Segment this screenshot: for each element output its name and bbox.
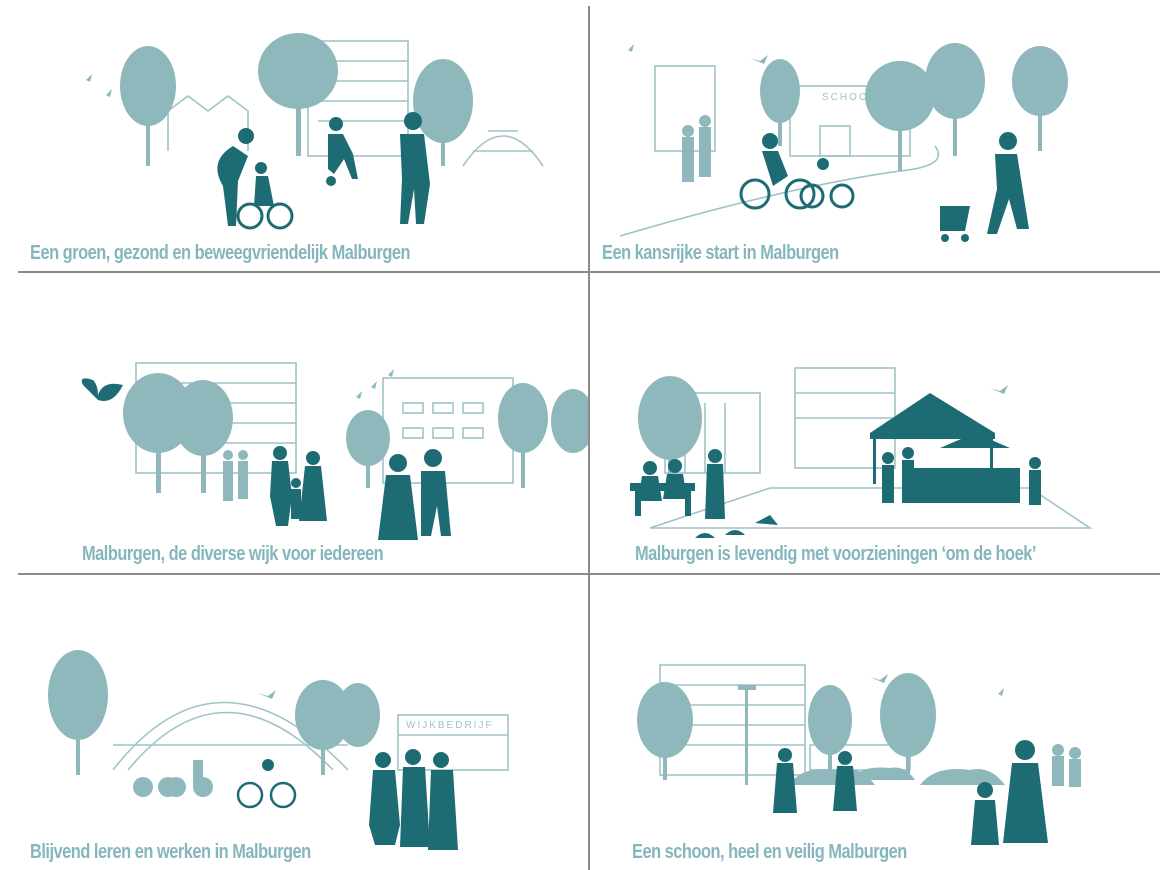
- tree-icons: [78, 33, 473, 166]
- illustration-grid: Een groen, gezond en beweegvriendelijk M…: [18, 6, 1160, 870]
- panel-lively-facilities-illustration: [630, 367, 1093, 538]
- tree-icons: [123, 369, 588, 501]
- grid-vertical-divider: [588, 6, 590, 870]
- butterfly-icon: [81, 378, 123, 401]
- panel-caption: Een kansrijke start in Malburgen: [602, 242, 839, 264]
- tree-icons: [620, 43, 1068, 182]
- grid-divider-2: [18, 573, 1160, 575]
- market-stall-icons: [630, 393, 1041, 538]
- people-and-cleanup-icons: [773, 740, 1048, 845]
- tree-icons: [637, 673, 1081, 787]
- tree-icons: [48, 650, 380, 797]
- climbing-dome-icon: [462, 130, 544, 167]
- grid-divider-1: [18, 271, 1160, 273]
- panel-learning-working-illustration: WIJKBEDRIJF: [48, 650, 509, 850]
- panel-diverse-neighbourhood: Malburgen, de diverse wijk voor iedereen: [18, 273, 588, 573]
- panel-caption: Een schoon, heel en veilig Malburgen: [632, 841, 907, 863]
- panel-caption: Malburgen is levendig met voorzieningen …: [635, 543, 1036, 565]
- panel-caption: Een groen, gezond en beweegvriendelijk M…: [30, 242, 411, 264]
- panel-green-healthy: Een groen, gezond en beweegvriendelijk M…: [18, 6, 588, 271]
- panel-promising-start: SCHOOL Een kansrijke start in Malburgen: [590, 6, 1160, 271]
- wijkbedrijf-sign: WIJKBEDRIJF: [406, 720, 494, 731]
- people-walking-icons: [270, 446, 451, 540]
- panel-caption: Blijvend leren en werken in Malburgen: [30, 841, 311, 863]
- panel-clean-safe-illustration: [637, 664, 1081, 845]
- workers-and-cyclist-icons: [236, 749, 458, 850]
- panel-clean-safe: Een schoon, heel en veilig Malburgen: [590, 575, 1160, 870]
- panel-learning-working: WIJKBEDRIJF Blijvend leren en werken in …: [18, 575, 588, 870]
- panel-lively-facilities: Malburgen is levendig met voorzieningen …: [590, 273, 1160, 573]
- panel-diverse-neighbourhood-illustration: [81, 362, 588, 540]
- panel-caption: Malburgen, de diverse wijk voor iedereen: [82, 543, 384, 565]
- panel-promising-start-illustration: SCHOOL: [619, 43, 1068, 242]
- family-playing-icons: [217, 112, 430, 230]
- cycling-and-stroller-icons: [739, 132, 1029, 242]
- panel-green-healthy-illustration: [78, 33, 544, 230]
- school-sign: SCHOOL: [822, 92, 876, 103]
